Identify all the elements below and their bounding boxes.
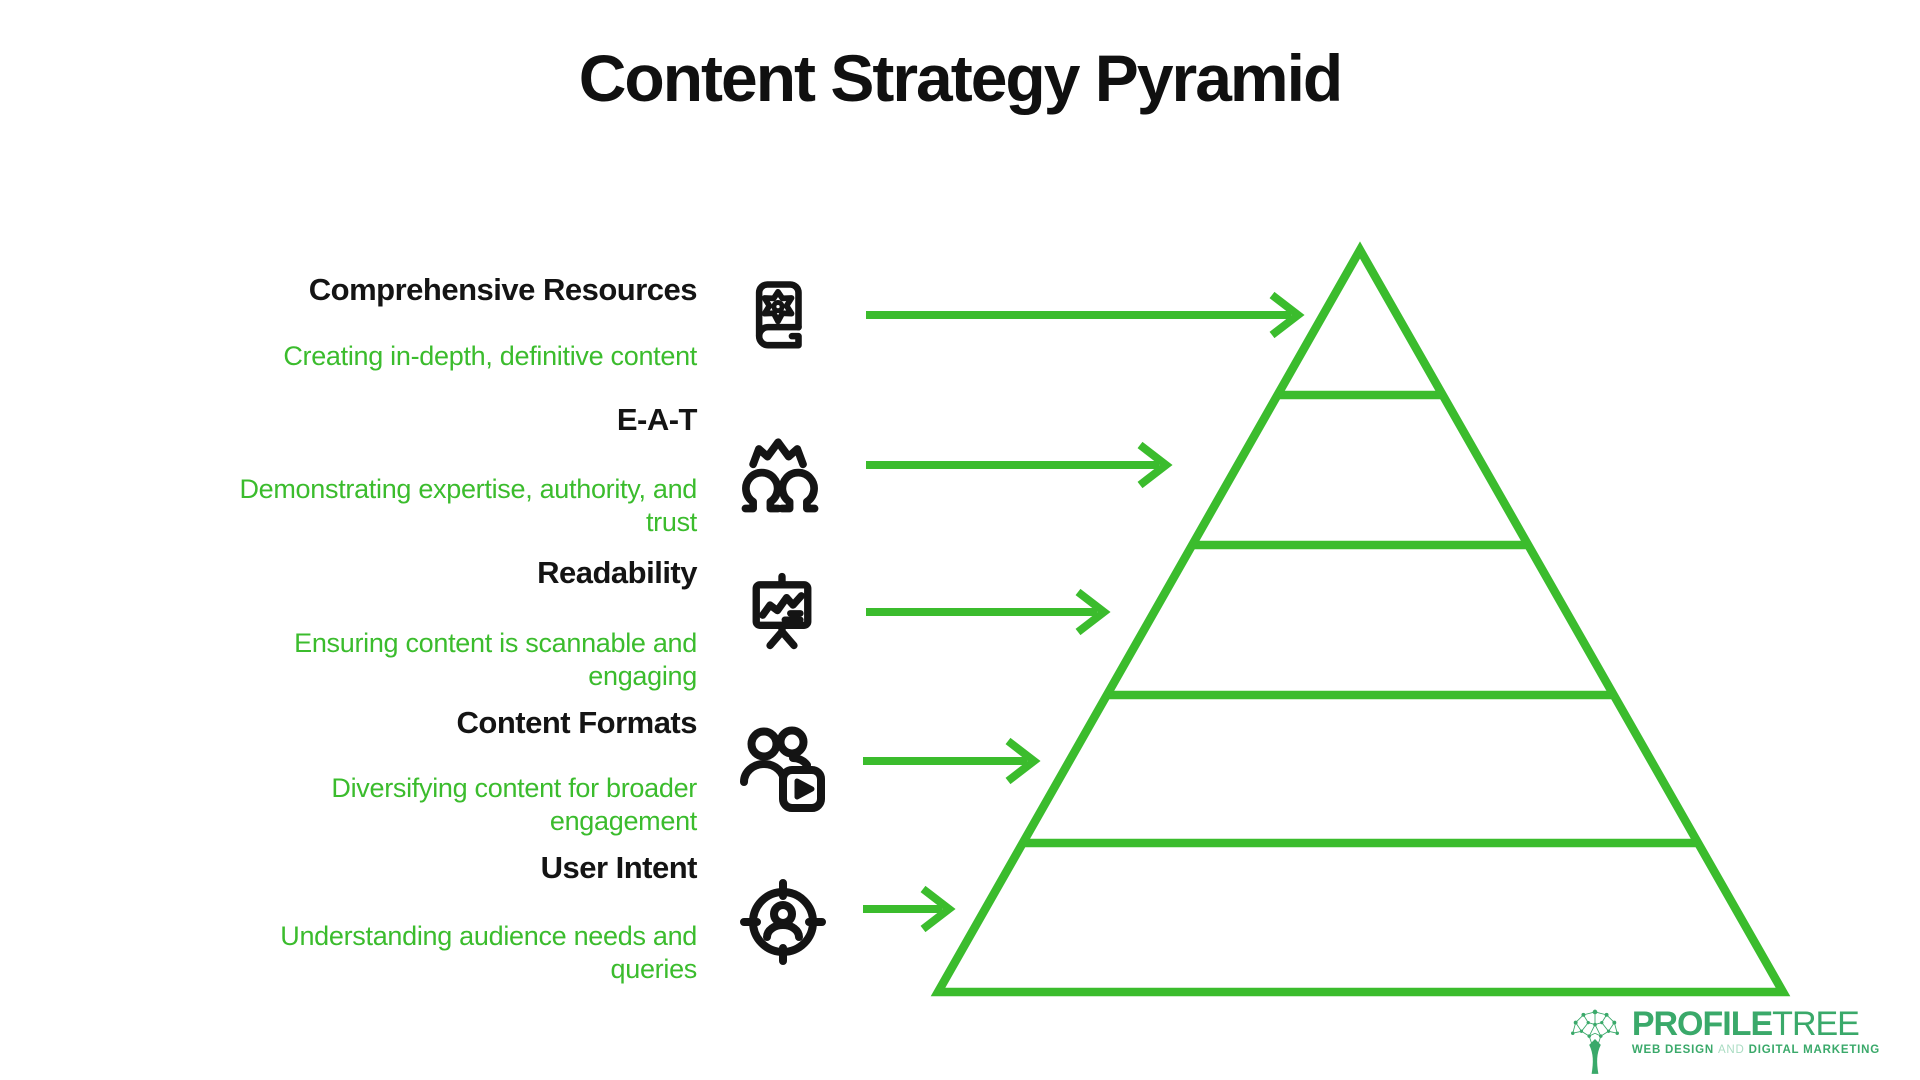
tree-web-lines — [1572, 1011, 1618, 1045]
book-spine — [755, 323, 802, 349]
tagline-part1: WEB DESIGN — [1631, 1044, 1718, 1056]
brand-name: PROFILETREE — [1632, 1006, 1880, 1042]
level-heading-readability: Readability — [537, 555, 697, 590]
brand-name-bold: PROFILE — [1631, 1005, 1773, 1043]
head-left — [741, 468, 782, 513]
level-heading-content-formats: Content Formats — [456, 705, 698, 740]
level-subtitle-readability: Ensuring content is scannable and engagi… — [294, 628, 697, 691]
tagline-and: AND — [1717, 1044, 1745, 1056]
tagline-part2: DIGITAL MARKETING — [1744, 1044, 1880, 1056]
person-front-head — [747, 727, 781, 761]
arrow-head-3 — [1075, 588, 1111, 636]
arrow-head-1 — [1269, 291, 1305, 339]
arrows-group — [863, 291, 1305, 933]
head-right — [778, 468, 819, 513]
crosshair-ticks — [740, 879, 826, 965]
person-back-head — [776, 726, 808, 758]
level-subtitle-content-formats: Diversifying content for broader engagem… — [331, 773, 697, 836]
page-title: Content Strategy Pyramid — [578, 41, 1344, 115]
arrow-head-2 — [1137, 441, 1173, 489]
level-heading-eat: E-A-T — [616, 402, 698, 437]
tree-nodes — [1570, 1009, 1619, 1038]
brainstorm-heads-icon — [741, 438, 819, 513]
target-user-icon — [740, 879, 826, 965]
tripod-legs — [766, 621, 798, 650]
profiletree-logo: PROFILETREE WEB DESIGN AND DIGITAL MARKE… — [1566, 1006, 1880, 1074]
idea-zigzag — [749, 438, 807, 469]
logo-text-block: PROFILETREE WEB DESIGN AND DIGITAL MARKE… — [1632, 1006, 1880, 1056]
presentation-chart-icon — [752, 572, 812, 650]
arrow-head-4 — [1005, 737, 1041, 785]
brand-tagline: WEB DESIGN AND DIGITAL MARKETING — [1632, 1044, 1880, 1056]
level-subtitle-user-intent: Understanding audience needs and queries — [280, 921, 697, 984]
people-video-icon — [740, 726, 825, 812]
book-gear-icon — [755, 281, 802, 349]
person-back-shoulder — [789, 754, 811, 769]
level-subtitle-comprehensive-resources: Creating in-depth, definitive content — [283, 341, 697, 371]
pyramid-group — [930, 241, 1791, 997]
trend-line — [759, 592, 805, 619]
level-heading-user-intent: User Intent — [540, 850, 698, 885]
book-cover — [755, 281, 802, 339]
profiletree-tree-icon — [1570, 1009, 1619, 1074]
gear-flower — [761, 288, 795, 325]
gear-center — [771, 300, 785, 314]
pyramid-outline — [930, 241, 1791, 997]
user-shoulders — [763, 921, 803, 941]
level-heading-comprehensive-resources: Comprehensive Resources — [308, 272, 698, 307]
brand-name-light: TREE — [1772, 1005, 1860, 1043]
arrow-head-5 — [920, 885, 956, 933]
play-icon — [794, 778, 815, 800]
level-subtitle-eat: Demonstrating expertise, authority, and … — [239, 474, 697, 537]
tree-trunk — [1589, 1039, 1601, 1074]
